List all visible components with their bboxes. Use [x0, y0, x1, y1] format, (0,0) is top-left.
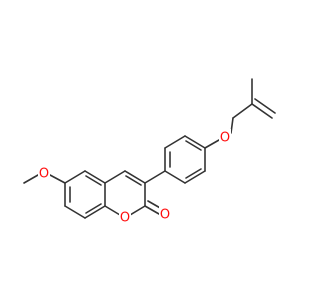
atom-o-methoxy-label: O — [39, 167, 49, 182]
inner-bond-p3-p4 — [185, 140, 202, 151]
inner-bond-c5-c4a — [85, 175, 102, 186]
bond-c-ch2-double-b — [254, 98, 276, 114]
atom-o-ether: O — [219, 129, 231, 147]
bond-c4-c3 — [124, 170, 146, 184]
atom-o-ring-label: O — [120, 211, 130, 226]
atom-label-background — [159, 206, 171, 224]
bond-p2-p3 — [164, 135, 186, 149]
bond-phenyl-ether-o — [204, 139, 220, 149]
bond-lines — [23, 78, 276, 219]
bond-ch2-c — [232, 103, 253, 119]
bond-p6-p1 — [164, 170, 186, 184]
atom-o-carbonyl-label: O — [160, 208, 170, 223]
bond-p3-p4 — [184, 135, 206, 149]
inner-bond-c8a-c8 — [85, 203, 102, 214]
atom-o-carbonyl: O — [159, 206, 171, 224]
bond-methyl-o — [23, 174, 39, 184]
inner-bond-p5-p6 — [185, 168, 202, 179]
atom-label-background — [38, 165, 50, 183]
bond-c3-phenyl — [144, 170, 166, 184]
bond-o-aromatic-c — [49, 174, 66, 184]
bond-c4a-c4 — [104, 170, 126, 184]
bond-p5-p6 — [184, 170, 206, 184]
molecule-structure-diagram: O O O O — [23, 78, 276, 227]
atom-o-ring: O — [119, 209, 131, 227]
bond-c6-c5 — [64, 170, 86, 184]
bond-ether-o-ch2 — [230, 117, 234, 134]
atom-label-background — [119, 209, 131, 227]
bond-c8-c7 — [64, 205, 86, 219]
molecule-svg: O O O O — [23, 78, 276, 227]
inner-bond-c4-c3 — [125, 175, 142, 186]
bond-c-ch2-double-a — [251, 103, 273, 119]
atom-o-ether-label: O — [220, 131, 230, 146]
bond-c5-c4a — [84, 170, 106, 184]
atom-label-background — [219, 129, 231, 147]
atom-o-methoxy: O — [38, 165, 50, 183]
bond-c8a-c8 — [84, 205, 106, 219]
bond-carbonyl-a — [144, 205, 160, 215]
